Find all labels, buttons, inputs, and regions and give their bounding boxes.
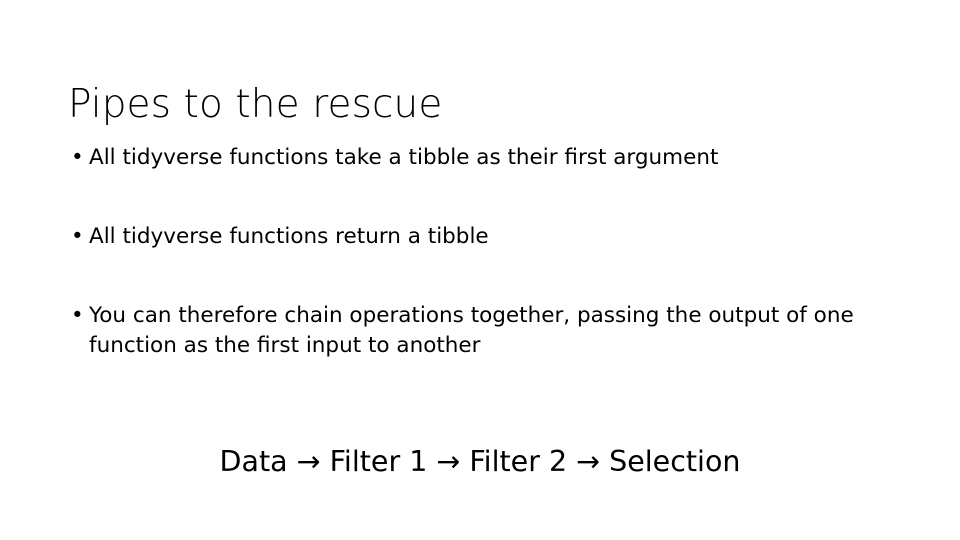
list-item: • All tidyverse functions take a tibble …	[70, 143, 900, 173]
list-item-label: All tidyverse functions return a tibble	[89, 224, 489, 249]
bullet-dot-icon: •	[71, 224, 84, 249]
bullet-dot-icon: •	[71, 303, 84, 328]
pipeline-flow-text: Data → Filter 1 → Filter 2 → Selection	[219, 445, 741, 478]
page-title: Pipes to the rescue	[68, 82, 443, 128]
list-item-label: You can therefore chain operations toget…	[89, 303, 854, 358]
list-item-label: All tidyverse functions take a tibble as…	[89, 145, 719, 170]
bullet-list: • All tidyverse functions take a tibble …	[70, 143, 900, 361]
bullet-dot-icon: •	[71, 145, 84, 170]
list-item: • You can therefore chain operations tog…	[70, 301, 900, 361]
list-item: • All tidyverse functions return a tibbl…	[70, 222, 900, 252]
